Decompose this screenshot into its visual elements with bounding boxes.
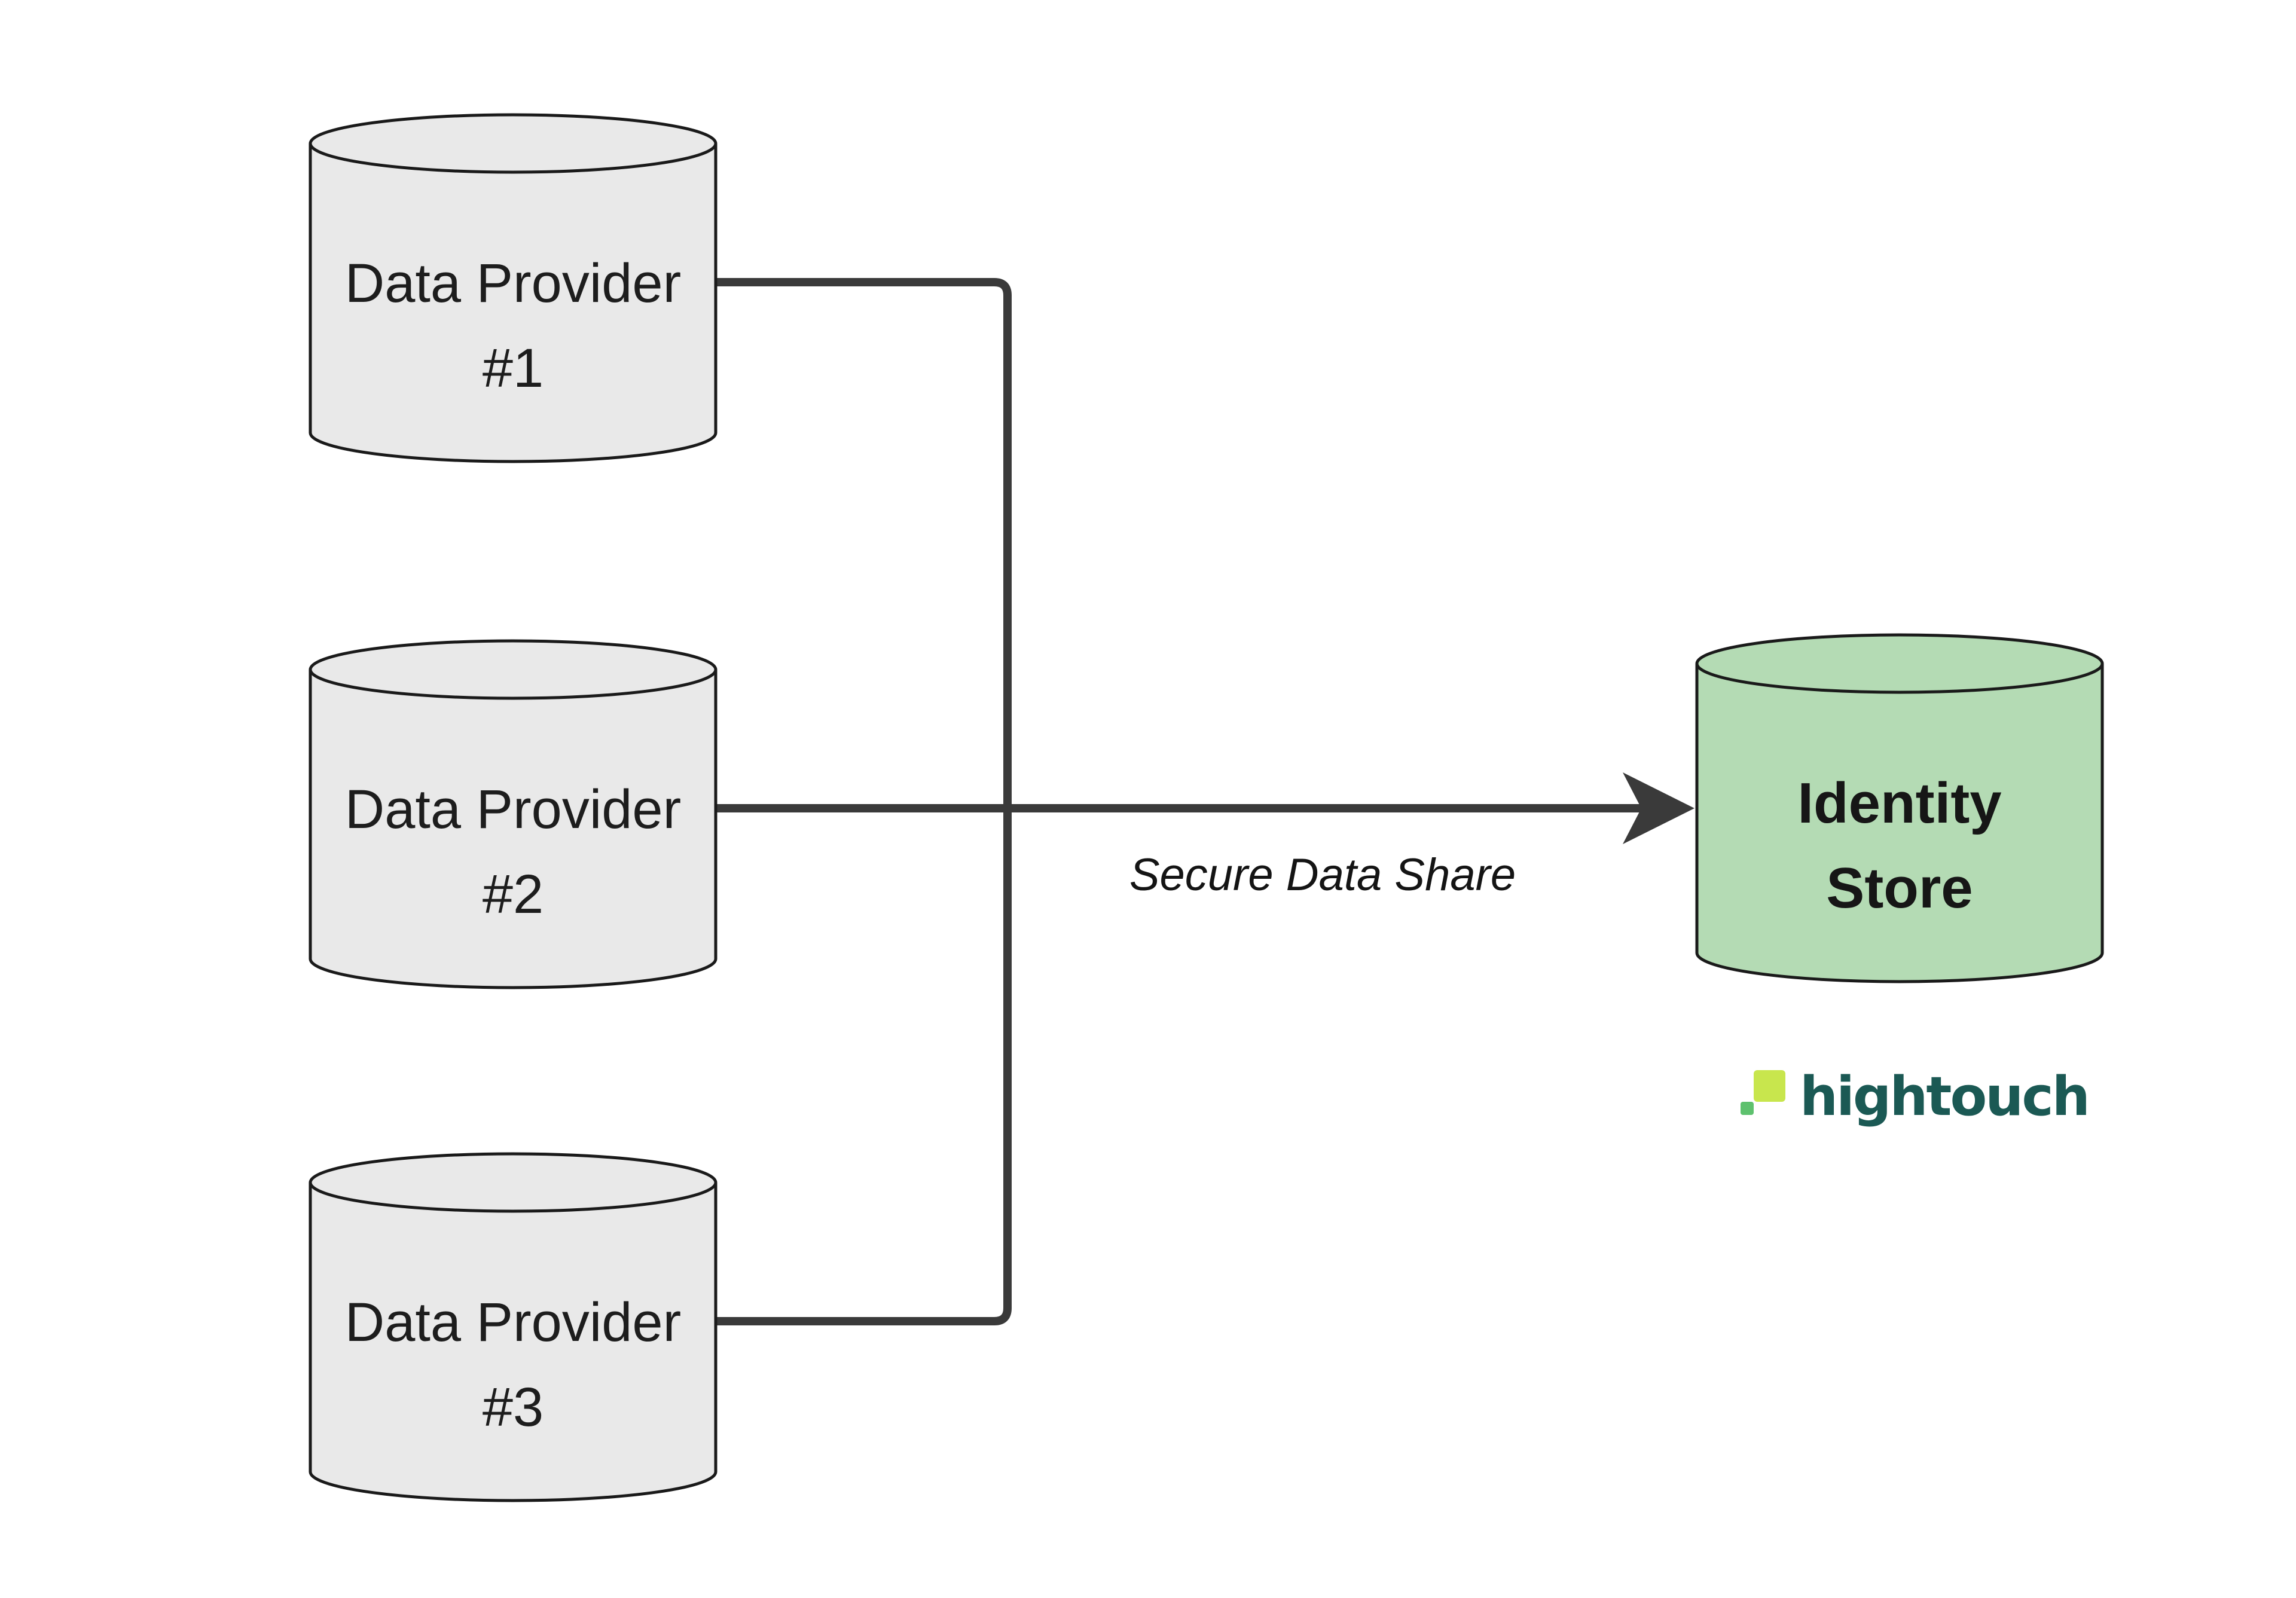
provider-1-label-line2: #1 — [482, 338, 544, 399]
cylinder-rim — [309, 1182, 718, 1213]
provider-2-label-line2: #2 — [482, 864, 544, 925]
provider-2-label: Data Provider #2 — [310, 767, 716, 937]
provider-1-label-line1: Data Provider — [344, 253, 682, 314]
provider-1-label: Data Provider #1 — [310, 241, 716, 411]
cylinder-body — [309, 113, 718, 463]
cylinder-body — [1695, 633, 2104, 983]
identity-store-label-line1: Identity — [1797, 771, 2002, 835]
hightouch-logo-mark-green-square — [1741, 1102, 1754, 1115]
provider-3-label-line2: #3 — [482, 1377, 544, 1438]
database-cylinder-provider-2 — [309, 639, 718, 989]
arrowhead-icon — [1623, 772, 1694, 844]
database-cylinder-provider-1 — [309, 113, 718, 463]
hightouch-logo-mark-lime-square — [1754, 1070, 1785, 1102]
edge-label-secure-data-share: Secure Data Share — [1129, 850, 1516, 900]
identity-store-label: Identity Store — [1697, 761, 2102, 931]
provider-3-label-line1: Data Provider — [344, 1292, 682, 1353]
database-cylinder-identity-store — [1695, 633, 2104, 983]
cylinder-rim — [309, 669, 718, 700]
database-cylinder-provider-3 — [309, 1152, 718, 1502]
provider-3-label: Data Provider #3 — [310, 1280, 716, 1450]
connector-trunk-line — [712, 278, 1012, 1325]
cylinder-rim — [1695, 663, 2104, 694]
hightouch-logo-wordmark: hightouch — [1800, 1065, 2090, 1128]
cylinder-body — [309, 639, 718, 989]
provider-2-label-line1: Data Provider — [344, 779, 682, 840]
cylinder-rim — [309, 143, 718, 174]
identity-store-label-line2: Store — [1826, 856, 1973, 920]
cylinder-body — [309, 1152, 718, 1502]
